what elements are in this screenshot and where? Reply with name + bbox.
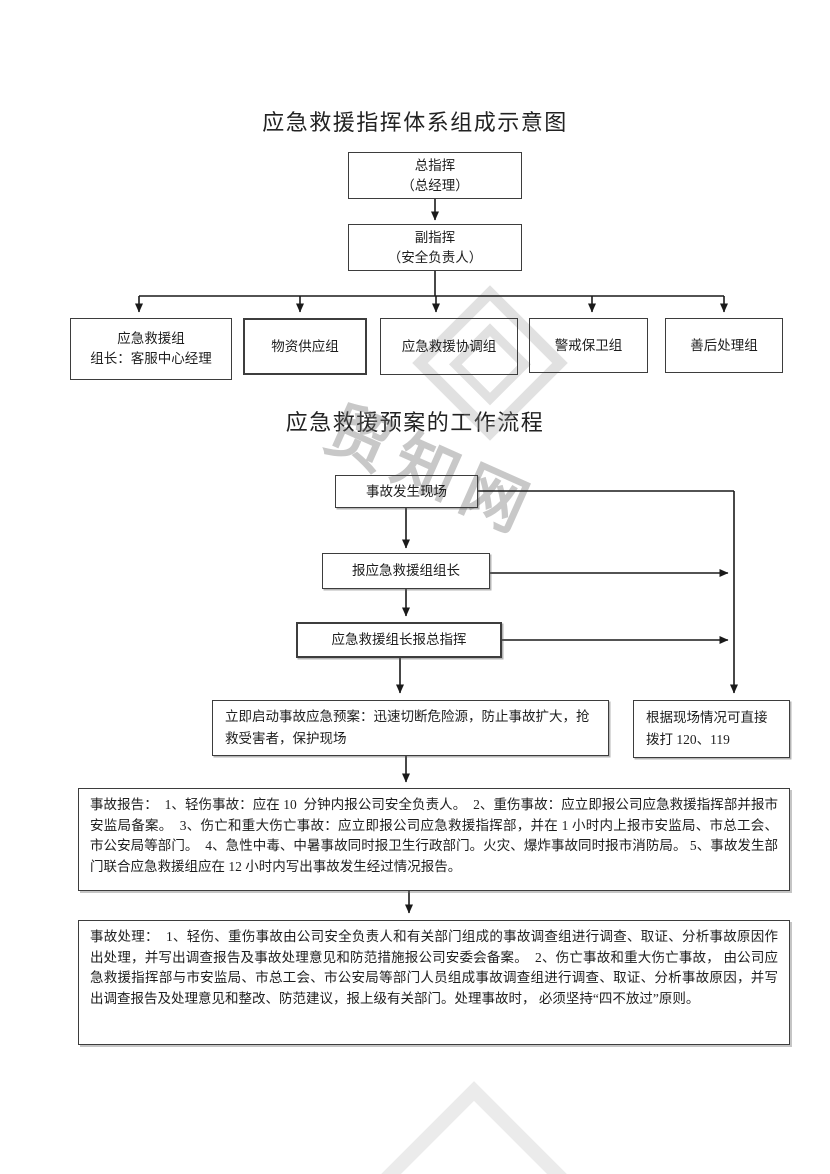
flow-box-scene: 事故发生现场 [335,475,478,508]
flow-box-leader-report-chief: 应急救援组长报总指挥 [296,622,502,658]
group-box-rescue: 应急救援组 组长：客服中心经理 [70,318,232,380]
group-box-coordination: 应急救援协调组 [380,318,518,375]
deputy-title: 副指挥 [414,229,456,245]
commander-box: 总指挥 （总经理） [348,152,522,199]
flow-box-direct-call: 根据现场情况可直接拨打 120、119 [633,700,790,758]
group-box-aftermath: 善后处理组 [665,318,783,373]
deputy-subtitle: （安全负责人） [387,249,483,265]
commander-subtitle: （总经理） [401,177,469,193]
group-box-security: 警戒保卫组 [529,318,648,373]
workflow-title: 应急救援预案的工作流程 [285,410,545,435]
group-box-supplies: 物资供应组 [243,318,367,375]
flow-box-accident-handling: 事故处理： 1、轻伤、重伤事故由公司安全负责人和有关部门组成的事故调查组进行调查… [78,920,790,1045]
flow-box-report-leader: 报应急救援组组长 [322,553,490,589]
commander-title: 总指挥 [414,157,456,173]
flow-box-launch-plan: 立即启动事故应急预案：迅速切断危险源，防止事故扩大，抢救受害者，保护现场 [212,700,609,756]
org-chart-title: 应急救援指挥体系组成示意图 [262,110,568,135]
deputy-commander-box: 副指挥 （安全负责人） [348,224,522,271]
flow-box-accident-report: 事故报告： 1、轻伤事故：应在 10 分钟内报公司安全负责人。 2、重伤事故：应… [78,788,790,891]
